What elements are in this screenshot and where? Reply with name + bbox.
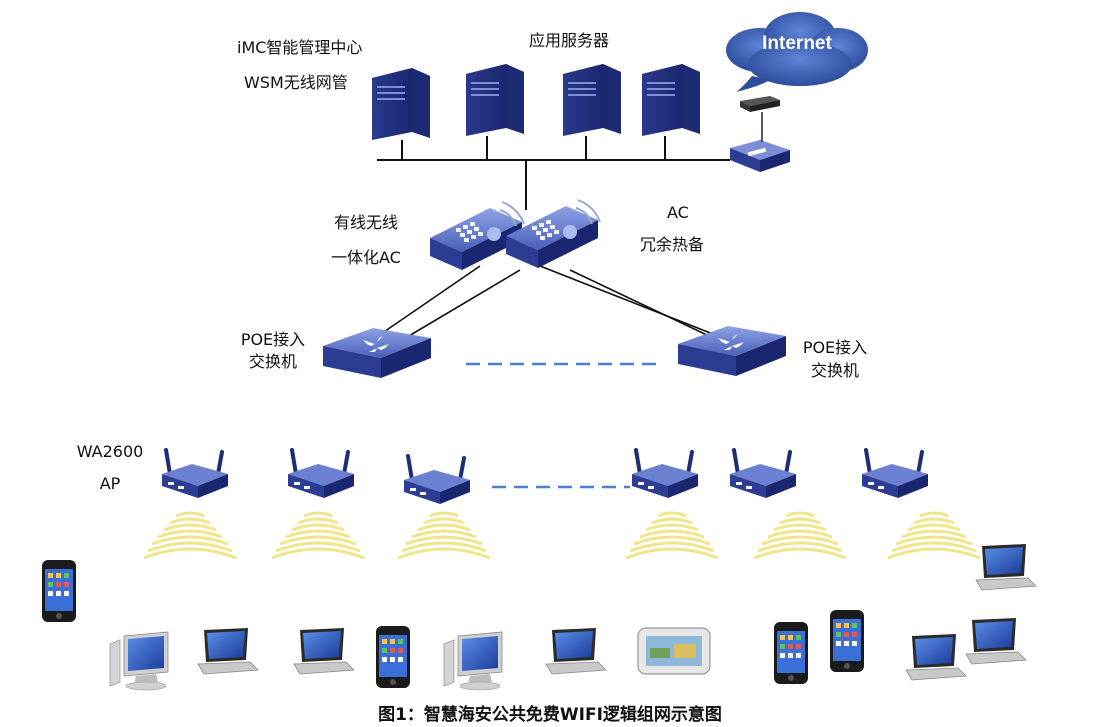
figure-caption: 图1：智慧海安公共免费WIFI逻辑组网示意图 [378,705,722,725]
wifi-signal-icon [142,511,238,560]
smartphone-icon [376,626,410,688]
smartphone-icon [42,560,76,622]
poe-switch-left-icon [323,328,431,378]
app-server-label: 应用服务器 [529,31,610,50]
wifi-signal-icon [886,511,982,560]
access-point-icon [728,448,798,500]
access-point-icon [402,454,472,506]
app-server-icon [563,64,621,136]
internet-cloud-icon [726,12,868,92]
wifi-signal-icon [270,511,366,560]
wifi-signal-icon [624,511,720,560]
tablet-icon [637,627,711,675]
laptop-icon [293,627,355,675]
smartphone-icon [830,610,864,672]
ap-model-label: WA2600 [76,442,144,461]
laptop-icon [545,627,607,675]
wifi-signal-icon [396,511,492,560]
laptop-icon [905,633,967,681]
poe-right-label-line1: POE接入 [802,338,868,357]
laptop-icon [965,617,1027,665]
imc-label-line2: WSM无线网管 [244,73,348,92]
smartphone-icon [774,622,808,684]
imc-label-line1: iMC智能管理中心 [237,38,363,57]
access-point-icon [630,448,700,500]
ap-type-label: AP [99,474,121,493]
poe-switch-right-icon [678,326,786,376]
ac-switch-links [377,265,731,347]
poe-right-label-line2: 交换机 [810,361,859,380]
ac-right-label-line1: AC [667,203,689,222]
access-point-icon [160,448,230,500]
app-server-icon [466,64,524,136]
poe-left-label-line2: 交换机 [248,352,297,371]
poe-left-label-line1: POE接入 [240,330,306,349]
imc-server-icon [372,68,430,140]
app-server-icon [642,64,700,136]
laptop-icon [975,543,1037,591]
laptop-icon [197,627,259,675]
access-point-icon [286,448,356,500]
ac-right-label-line2: 冗余热备 [640,235,705,254]
router-icon [730,96,790,172]
desktop-pc-icon [109,631,169,691]
ac-left-label-line1: 有线无线 [334,213,399,232]
access-point-icon [860,448,930,500]
desktop-pc-icon [443,631,503,691]
ac-left-label-line2: 一体化AC [331,248,401,267]
wireless-waves-icon [499,199,601,227]
internet-label: Internet [762,33,832,54]
wifi-signal-icon [752,511,848,560]
